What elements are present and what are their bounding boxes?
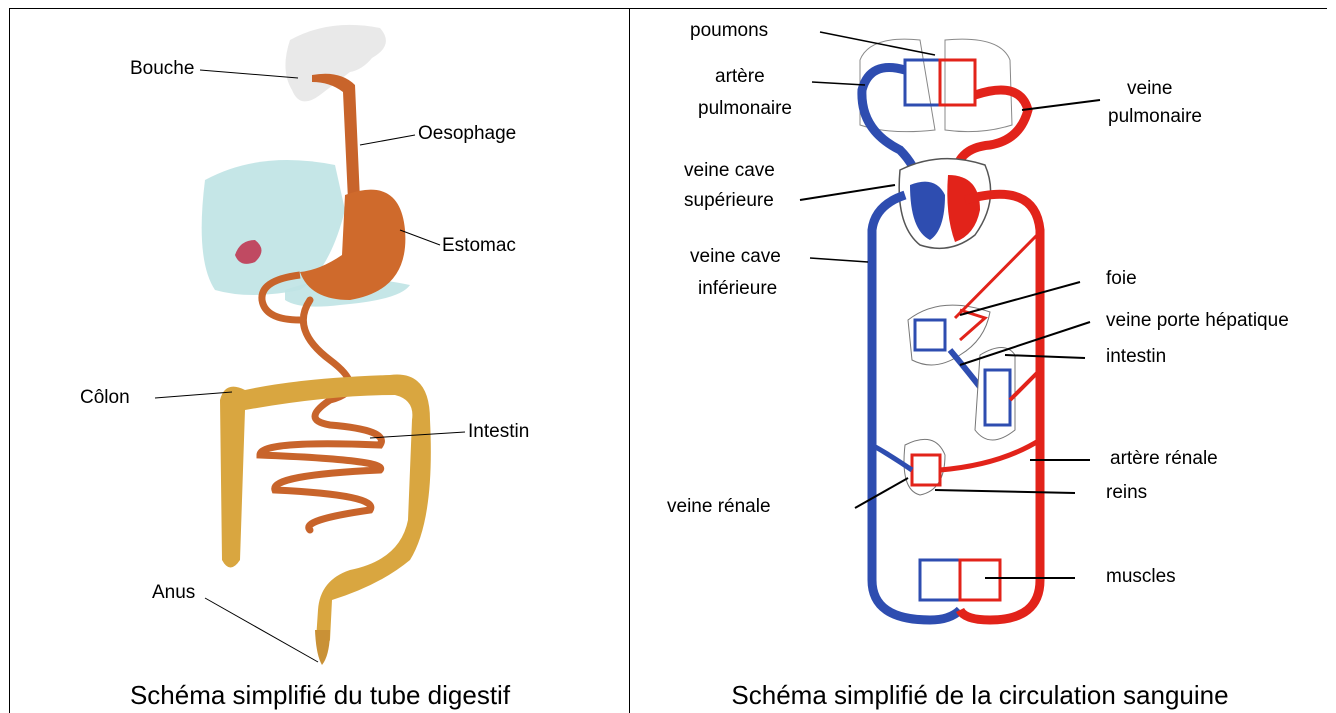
leader-vc-sup xyxy=(800,185,895,200)
label-reins: reins xyxy=(1106,482,1147,504)
caption-circulation: Schéma simplifié de la circulation sangu… xyxy=(680,680,1280,710)
label-foie: foie xyxy=(1106,268,1137,290)
label-vc-inf-1: veine cave xyxy=(690,246,781,268)
renal-artery xyxy=(940,440,1040,470)
label-veine-renale: veine rénale xyxy=(667,496,771,518)
label-veine-pulmonaire-2: pulmonaire xyxy=(1108,106,1202,128)
venous-return-blue xyxy=(872,195,960,620)
leader-veine-pulm xyxy=(1022,100,1100,110)
leader-artere-pulm xyxy=(812,82,865,85)
label-vc-inf-2: inférieure xyxy=(698,278,777,300)
label-muscles: muscles xyxy=(1106,566,1176,588)
label-vc-sup-2: supérieure xyxy=(684,190,774,212)
label-artere-renale: artère rénale xyxy=(1110,448,1218,470)
leader-intestin xyxy=(1005,355,1085,358)
muscle-capillaries-blue xyxy=(920,560,960,600)
muscle-capillaries-red xyxy=(960,560,1000,600)
label-intestin-circ: intestin xyxy=(1106,346,1166,368)
leader-vc-inf xyxy=(810,258,868,262)
label-poumons: poumons xyxy=(690,20,768,42)
label-veine-porte: veine porte hépatique xyxy=(1106,310,1289,332)
label-veine-pulmonaire-1: veine xyxy=(1127,78,1172,100)
label-artere-pulmonaire-2: pulmonaire xyxy=(698,98,792,120)
leader-veine-renale xyxy=(855,478,908,508)
lungs-outline-right xyxy=(945,39,1012,132)
label-vc-sup-1: veine cave xyxy=(684,160,775,182)
leader-foie xyxy=(960,282,1080,315)
leader-reins xyxy=(935,490,1075,493)
label-artere-pulmonaire-1: artère xyxy=(715,66,765,88)
